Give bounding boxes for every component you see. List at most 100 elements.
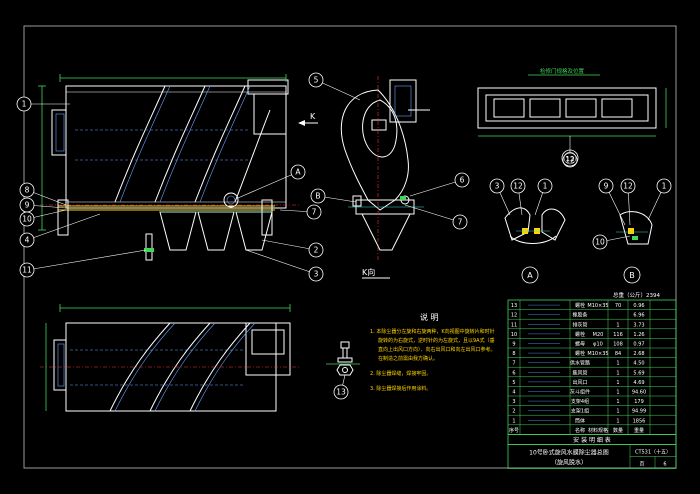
drawing-number: CT531（十五） [635,448,671,455]
detail-label-detail_a: A [521,266,539,284]
detail-label-detail_b: B [623,266,641,284]
callout-balloon-1: 1 [534,178,553,216]
parts-cell-name: 集风管 [572,369,587,376]
balloon-number: 10 [22,215,32,224]
notes-title: 说 明 [420,312,439,322]
note-line-4: 在制造之前需由我方确认。 [378,355,438,362]
note-line-2: 旋转的为右旋式，逆时针的为左旋式，且以9A式（垂 [378,337,495,344]
total-weight: 总重（公斤）2394 [613,291,660,299]
callout-balloon-3: 3 [489,178,511,216]
bolt-detail [326,341,360,376]
callout-balloon-3: 3 [245,249,324,282]
parts-cell-name: 螺栓 [575,350,585,357]
parts-cell-weight: 3.73 [633,322,644,328]
detail-label-12: 12 [561,149,579,167]
note-line-3: 直向上出风口方向）、向右出风口和向左出风口参考。 [378,346,496,353]
detail-label-text: 12 [566,155,575,163]
callout-balloon-1: 1 [16,96,70,112]
callout-balloon-10: 10 [592,234,631,250]
parts-header-weight: 重量 [634,427,644,434]
detail-a [504,207,566,244]
parts-table-title: 安 装 明 细 表 [573,436,611,444]
parts-cell-qty: 1 [616,390,619,396]
parts-row: 9 螺母 φ10 108 0.97 [512,341,644,348]
section-12-view: 检修门规格及位置 [477,67,667,137]
parts-cell-weight: 6.96 [633,313,644,319]
balloon-number: 8 [25,186,30,195]
parts-cell-qty: 108 [613,342,623,348]
balloon-number: A [295,168,301,177]
parts-row: 6 集风管 1 5.69 [512,369,644,376]
callout-balloon-6: 6 [409,172,470,197]
callout-balloon-12: 12 [562,136,578,168]
k-arrow-label: K [310,112,316,121]
callout-balloon-2: 2 [261,239,324,258]
parts-cell-weight: 1.26 [633,332,644,338]
parts-cell-name: 支架1组 [571,408,589,415]
callout-balloon-12: 12 [620,178,636,226]
balloon-number: 6 [460,176,465,185]
parts-header-name: 名称 [575,427,585,434]
parts-cell-spec: M20 [593,332,604,338]
parts-cell-no: 11 [511,322,517,328]
balloon-number: 1 [22,100,27,109]
parts-cell-weight: 0.97 [633,342,644,348]
parts-cell-qty: 1 [616,380,619,386]
callout-balloon-1: 1 [647,178,672,221]
page-number: 6 [663,461,666,467]
parts-cell-name: 筒体 [575,417,585,424]
parts-cell-weight: 0.96 [633,303,644,309]
drawing-subtitle: （旋风脱水） [551,458,587,466]
callout-balloon-11: 11 [19,249,147,278]
parts-cell-spec: φ10 [593,342,603,348]
balloon-number: 3 [314,270,319,279]
side-view: K向 [340,76,430,279]
parts-cell-qty: 1 [616,399,619,405]
balloon-number: 12 [623,182,633,191]
parts-cell-name: 螺母 [575,341,585,348]
callout-balloon-7: 7 [279,204,322,220]
balloon-number: 2 [314,246,319,255]
parts-cell-spec: M10×35 [587,303,608,309]
parts-cell-name: 橡胶条 [572,312,587,319]
parts-cell-qty: 1 [616,361,619,367]
parts-cell-name: 灰斗组件 [570,389,590,396]
note-line-1: 1. 本除尘器分左旋和右旋两种，K向视图中旋转片和时针 [370,328,495,335]
parts-cell-name: 排灰管 [572,321,587,328]
parts-cell-no: 1 [512,418,515,424]
drawing-border [23,25,677,469]
parts-header-spec: 材料规格 [588,427,608,434]
parts-cell-name: 支架4组 [571,398,589,405]
parts-cell-qty: 116 [613,332,623,338]
parts-cell-no: 9 [512,342,515,348]
balloon-number: 12 [565,156,575,165]
front-view: K [38,74,318,261]
callout-balloon-5: 5 [308,72,361,101]
balloon-number: 13 [336,388,346,397]
parts-cell-no: 2 [512,409,515,415]
parts-cell-no: 5 [512,380,515,386]
page-label: 页 [639,461,644,467]
parts-cell-no: 7 [512,361,515,367]
detail-b [616,211,653,245]
parts-cell-name: 螺栓 [575,331,585,338]
parts-cell-weight: 5.69 [633,370,644,376]
parts-cell-qty: 1 [616,322,619,328]
parts-cell-no: 8 [512,351,515,357]
parts-cell-name: 出风口 [572,379,587,386]
parts-cell-qty: 1 [616,370,619,376]
parts-cell-no: 6 [512,370,515,376]
parts-cell-qty: 84 [615,351,621,357]
parts-cell-qty: 70 [615,303,621,309]
detail-label-text: B [629,271,635,280]
callout-balloon-A: A [237,164,306,199]
parts-cell-name: 螺栓 [575,302,585,309]
callout-balloon-12: 12 [510,178,526,216]
